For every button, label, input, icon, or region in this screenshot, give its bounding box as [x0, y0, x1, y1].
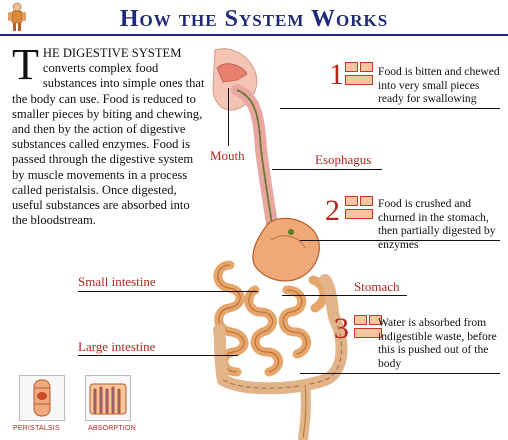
step-2-number: 2 [325, 194, 340, 227]
step-1-stop-button[interactable] [345, 75, 373, 85]
label-small-intestine[interactable]: Small intestine [78, 274, 156, 289]
step-3-stop-button[interactable] [354, 328, 382, 338]
step-1-underline [280, 108, 500, 109]
peristalsis-label: PERISTALSIS [13, 425, 60, 432]
step-2-play-button[interactable] [360, 196, 373, 206]
leader-large-intestine [78, 355, 238, 356]
step-1-play-button[interactable] [360, 62, 373, 72]
intro-text: HE DIGESTIVE SYSTEM converts complex foo… [12, 46, 205, 228]
header: How the System Works [0, 0, 508, 36]
page-title: How the System Works [119, 6, 389, 32]
step-2-stop-button[interactable] [345, 209, 373, 219]
step-3-text: Water is absorbed from indigestible wast… [378, 316, 497, 370]
step-2-text: Food is crushed and churned in the stoma… [378, 197, 496, 251]
header-divider [0, 34, 508, 36]
label-large-intestine[interactable]: Large intestine [78, 339, 156, 354]
digestive-system-illustration [212, 48, 348, 440]
step-1-controls [345, 62, 375, 86]
step-3-play-button[interactable] [369, 315, 382, 325]
step-3-number: 3 [334, 312, 349, 345]
peristalsis-icon [33, 379, 51, 417]
step-1-text: Food is bitten and chewed into very smal… [378, 65, 500, 105]
leader-esophagus [272, 169, 382, 170]
label-stomach[interactable]: Stomach [354, 279, 400, 294]
step-2-underline [300, 240, 500, 241]
step-3-underline [300, 373, 500, 374]
step-1-number: 1 [329, 58, 344, 91]
step-2-rewind-button[interactable] [345, 196, 358, 206]
step-2-controls [345, 196, 375, 220]
leader-mouth [228, 88, 229, 146]
leader-stomach [282, 295, 407, 296]
peristalsis-button[interactable] [19, 375, 65, 421]
drop-cap: T [12, 40, 39, 89]
label-esophagus[interactable]: Esophagus [315, 152, 372, 167]
anatomy-figure-icon[interactable] [6, 2, 28, 32]
step-3-rewind-button[interactable] [354, 315, 367, 325]
leader-small-intestine [78, 291, 258, 292]
label-mouth[interactable]: Mouth [210, 148, 245, 163]
absorption-label: ABSORPTION [88, 425, 136, 432]
step-1-rewind-button[interactable] [345, 62, 358, 72]
absorption-button[interactable] [85, 375, 131, 421]
absorption-icon [89, 383, 127, 415]
step-3-controls [354, 315, 384, 339]
intro-paragraph: T HE DIGESTIVE SYSTEM converts complex f… [12, 40, 207, 228]
